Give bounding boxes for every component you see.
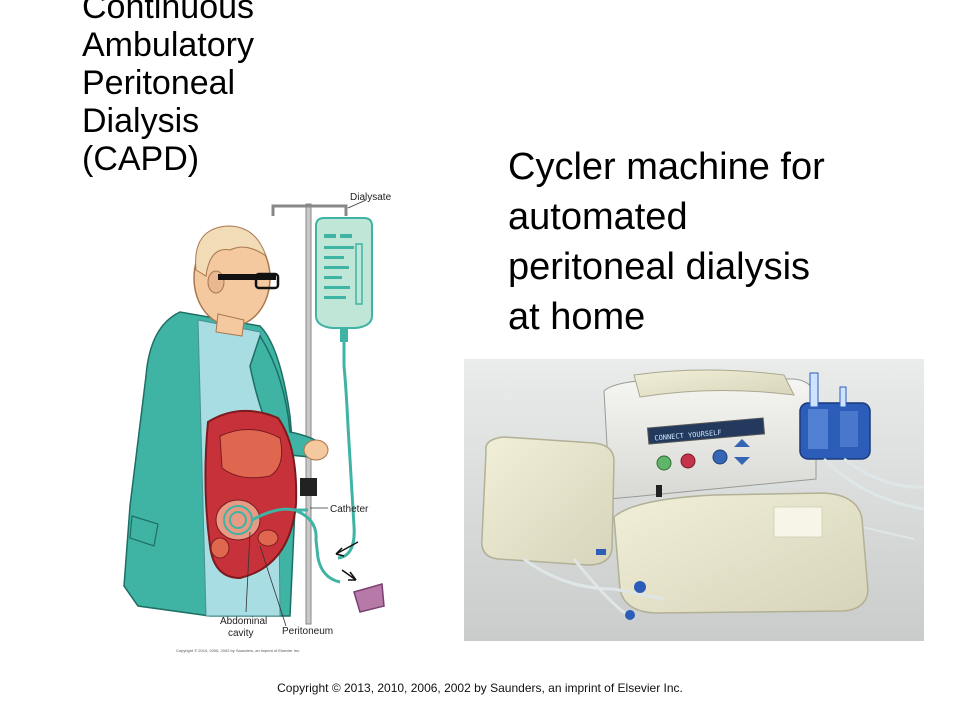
blue-cassette [799,372,871,460]
dialysate-bag [315,217,373,342]
title-line-1: Continuous [82,0,255,26]
blue-button [712,449,728,465]
green-button [656,455,672,471]
lcd-screen [646,417,766,445]
caption-line-3: peritoneal dialysis [508,246,811,288]
cycler-caption: Cycler machine for automated peritoneal … [508,142,908,342]
cycler-machine: CONNECT YOURSELF [603,369,817,500]
abdominal-label-line2: cavity [228,628,254,639]
dialysate-bag-left [481,436,615,566]
title-line-3: Peritoneal [82,64,236,102]
tubing-connectors [523,549,665,621]
copyright-text: Copyright © 2013, 2010, 2006, 2002 by Sa… [277,681,683,695]
abdominal-cutaway [204,409,308,580]
caption-line-1: Cycler machine for [508,146,825,188]
peritoneum-label: Peritoneum [282,626,333,637]
title-line-5: (CAPD) [82,140,200,178]
copyright-footer: Copyright © 2013, 2010, 2006, 2002 by Sa… [0,681,960,695]
capd-illustration: Dialysate Catheter [123,192,392,653]
dialysate-bag-front [613,492,869,614]
caption-line-2: automated [508,196,688,238]
slide-title: Continuous Ambulatory Peritoneal Dialysi… [82,0,254,178]
cycler-machine-photo: CONNECT YOURSELF [464,359,924,641]
title-line-2: Ambulatory [82,26,254,64]
caption-line-4: at home [508,296,646,338]
catheter-label: Catheter [330,504,369,515]
red-button [680,453,696,469]
drain-clamp [353,583,385,613]
abdominal-label-line1: Abdominal [220,616,267,627]
iv-pole [271,203,348,625]
dialysate-label: Dialysate [350,192,392,203]
illustration-credit: Copyright © 2010, 2006, 2002 by Saunders… [176,648,300,653]
title-line-4: Dialysis [82,102,200,140]
